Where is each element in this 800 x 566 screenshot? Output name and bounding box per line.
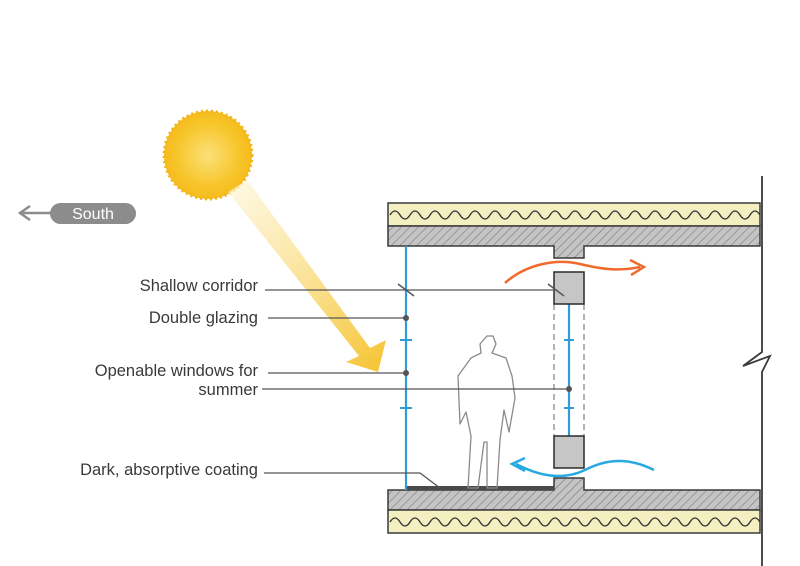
person-figure xyxy=(457,335,516,489)
leader-dark-coating xyxy=(264,472,441,489)
leader-openable-windows xyxy=(262,370,572,392)
inner-partition xyxy=(553,271,585,469)
leader-shallow-corridor xyxy=(265,283,565,297)
wall-break-line xyxy=(742,176,772,566)
lower-vent-block xyxy=(553,435,585,469)
leader-double-glazing xyxy=(268,315,409,321)
label-openable-windows-line1: Openable windows for xyxy=(95,362,259,380)
warm-air-arrow xyxy=(504,258,647,284)
label-shallow-corridor: Shallow corridor xyxy=(140,277,259,295)
solar-ray-arrow xyxy=(228,180,386,372)
outer-glazing xyxy=(400,246,412,490)
floor-slab xyxy=(387,477,761,534)
sun-icon xyxy=(162,109,254,201)
compass-badge xyxy=(50,203,136,224)
compass-label: South xyxy=(72,206,114,223)
label-openable-windows-line2: summer xyxy=(198,381,258,399)
compass-south: South xyxy=(17,203,136,224)
cool-air-arrow xyxy=(509,456,655,478)
arrow-left-icon xyxy=(17,204,52,222)
label-dark-coating: Dark, absorptive coating xyxy=(80,461,258,479)
label-double-glazing: Double glazing xyxy=(149,309,258,327)
upper-vent-block xyxy=(553,271,585,305)
dark-coating-strip xyxy=(406,486,554,490)
roof-slab xyxy=(387,202,761,259)
